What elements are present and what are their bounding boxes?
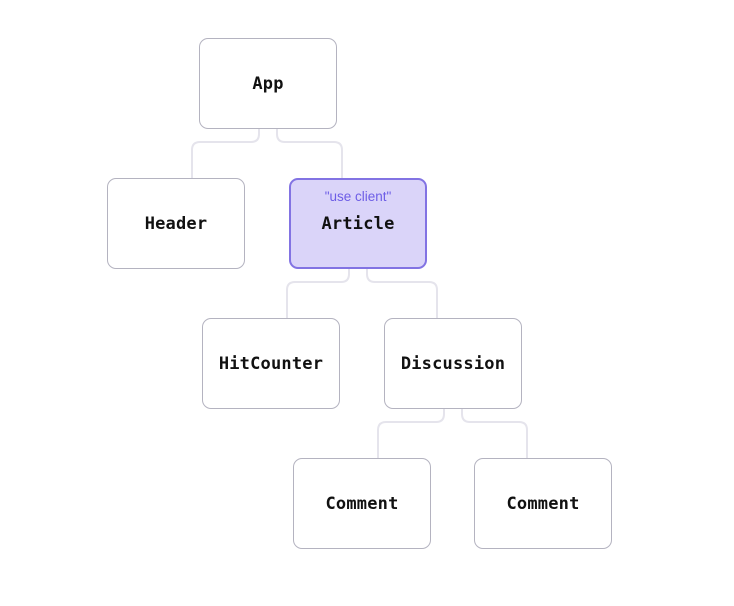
tree-node-comment-1: Comment: [293, 458, 431, 549]
tree-node-label: Header: [144, 213, 208, 234]
tree-node-label: Comment: [325, 493, 399, 514]
tree-node-label: Comment: [506, 493, 580, 514]
tree-edge-app-to-header: [191, 128, 260, 179]
tree-node-label: HitCounter: [218, 353, 324, 374]
tree-node-article: "use client" Article: [289, 178, 427, 269]
tree-node-label: Article: [321, 213, 395, 234]
tree-node-label: App: [252, 73, 284, 94]
tree-node-header: Header: [107, 178, 245, 269]
tree-edge-article-to-hitcounter: [286, 268, 350, 319]
tree-edge-article-to-discussion: [366, 268, 438, 319]
tree-edge-discussion-to-comment-1: [377, 408, 445, 459]
tree-node-label: Discussion: [400, 353, 506, 374]
tree-edge-discussion-to-comment-2: [461, 408, 528, 459]
tree-edge-app-to-article: [276, 128, 343, 179]
use-client-directive: "use client": [324, 189, 392, 204]
tree-node-discussion: Discussion: [384, 318, 522, 409]
tree-node-hitcounter: HitCounter: [202, 318, 340, 409]
tree-node-comment-2: Comment: [474, 458, 612, 549]
tree-node-app: App: [199, 38, 337, 129]
